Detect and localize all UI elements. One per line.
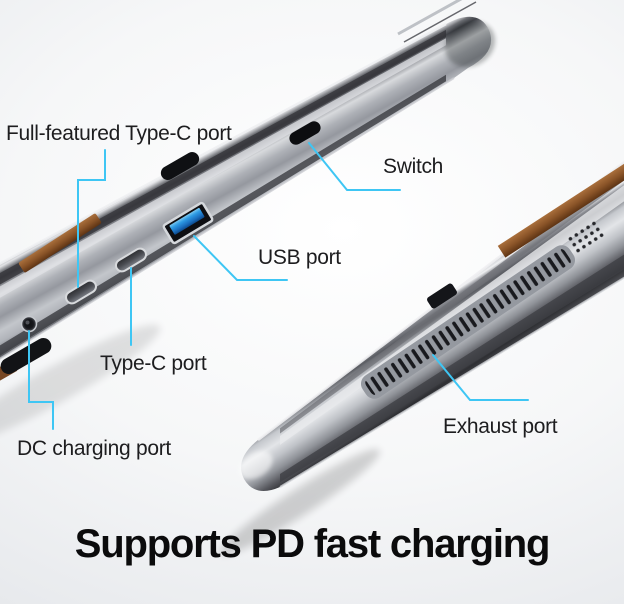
full-featured-type-c-port-callout-line xyxy=(77,149,106,288)
exhaust-port-callout-line xyxy=(432,354,529,401)
label-dc-charging-port: DC charging port xyxy=(17,437,171,460)
lid-foot-button xyxy=(427,283,457,309)
laptop-left-side-view xyxy=(0,0,496,384)
laptop-left-hinge-cap-shade xyxy=(444,20,496,68)
laptop-left-underside xyxy=(0,74,446,356)
usb-a-port xyxy=(162,201,214,245)
rubber-foot-bottom xyxy=(0,338,52,374)
usb-port-callout-line xyxy=(193,235,288,281)
shadow-under-right-laptop xyxy=(220,449,380,555)
laptop-left-bottom-rim xyxy=(0,77,455,360)
speaker-grille xyxy=(565,218,607,256)
exhaust-vent xyxy=(360,245,576,399)
laptop-right-underside xyxy=(280,254,624,483)
dc-charging-port-hole xyxy=(20,315,38,333)
label-full-featured-type-c-port: Full-featured Type-C port xyxy=(6,122,232,145)
laptop-left-top-rim xyxy=(0,22,447,265)
laptop-right-groove xyxy=(280,171,624,434)
dc-charging-port-callout-line xyxy=(28,330,54,430)
label-type-c-port: Type-C port xyxy=(100,352,207,375)
switch-button xyxy=(289,121,321,145)
laptop-left-highlight-stripe xyxy=(0,38,446,298)
switch-callout-line xyxy=(308,142,401,191)
label-usb-port: USB port xyxy=(258,246,341,269)
rubber-foot-top xyxy=(160,152,200,180)
laptop-left-lid-edge xyxy=(397,0,463,36)
leather-accent-strip-right xyxy=(497,154,624,258)
laptop-right-tip-highlight xyxy=(239,450,273,480)
laptop-left-lid-groove xyxy=(403,1,477,43)
callout-lines xyxy=(28,142,529,430)
label-exhaust-port: Exhaust port xyxy=(443,415,558,438)
shadow-under-left-laptop xyxy=(0,324,161,446)
headline: Supports PD fast charging xyxy=(74,522,551,566)
laptop-right-bottom-rim xyxy=(279,276,624,488)
leather-accent-strip xyxy=(18,213,102,273)
laptop-right-side-view xyxy=(239,154,624,492)
laptop-left-groove xyxy=(0,29,446,285)
type-c-port-upper xyxy=(114,247,148,273)
label-switch: Switch xyxy=(383,155,444,178)
